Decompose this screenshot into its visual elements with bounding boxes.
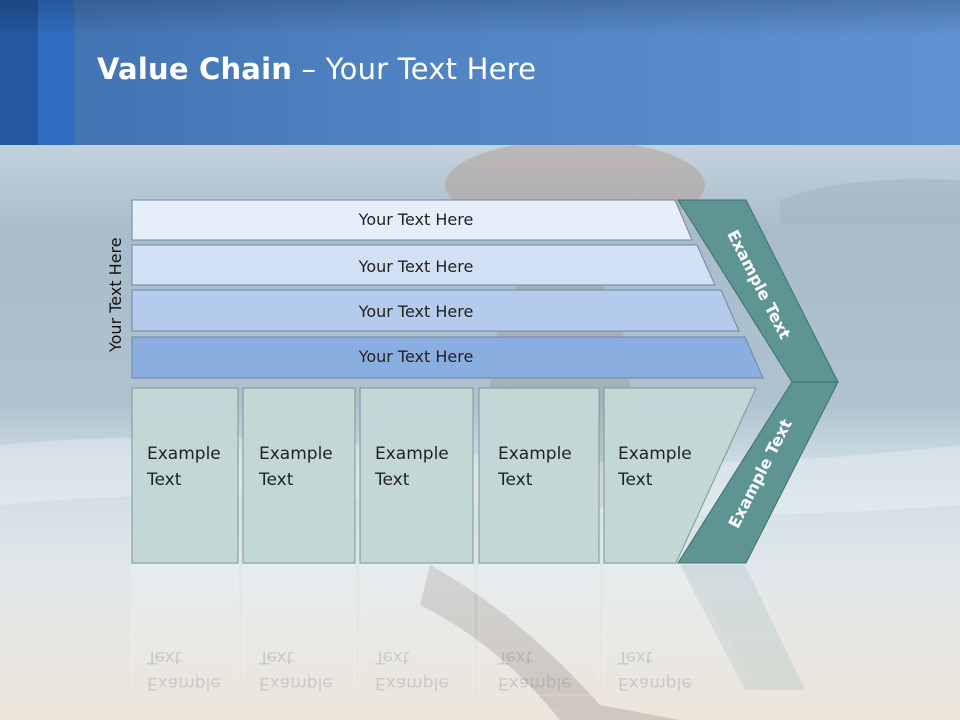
box-label-line2: Text	[258, 470, 294, 490]
primary-activity-boxes: Example Text Example Text Example Text E…	[131, 387, 757, 564]
box-label-line1: Example	[259, 444, 333, 464]
reflection-text: Text	[258, 647, 294, 667]
header-accent-strip	[0, 0, 38, 145]
row-band[interactable]	[131, 336, 764, 379]
box-label-line2: Text	[146, 470, 182, 490]
activity-box[interactable]	[131, 387, 239, 564]
header-bar: Value Chain – Your Text Here	[0, 0, 960, 145]
box-label-line1: Example	[375, 444, 449, 464]
row-band[interactable]	[131, 244, 716, 286]
reflection-text: Text	[617, 647, 653, 667]
row-band[interactable]	[131, 289, 740, 332]
row-label: Your Text Here	[358, 257, 474, 276]
slide-title-bold: Value Chain	[97, 52, 293, 86]
row-label: Your Text Here	[358, 302, 474, 321]
reflection-text: Example	[618, 673, 692, 693]
box-label-line1: Example	[618, 444, 692, 464]
activity-box[interactable]	[359, 387, 474, 564]
row-label: Your Text Here	[358, 210, 474, 229]
reflection-text: Example	[259, 673, 333, 693]
header-shade	[0, 0, 960, 36]
reflection-text: Example	[498, 673, 572, 693]
reflection-text: Text	[374, 647, 410, 667]
activity-box[interactable]	[242, 387, 356, 564]
row-band[interactable]	[131, 199, 693, 241]
box-label-line1: Example	[147, 444, 221, 464]
box-label-line2: Text	[497, 470, 533, 490]
reflection-text: Text	[497, 647, 533, 667]
reflection-text: Example	[147, 673, 221, 693]
box-label-line2: Text	[617, 470, 653, 490]
activity-box[interactable]	[478, 387, 600, 564]
slide-title[interactable]: Value Chain – Your Text Here	[97, 52, 536, 86]
row-label: Your Text Here	[358, 347, 474, 366]
reflection-text: Text	[146, 647, 182, 667]
box-label-line1: Example	[498, 444, 572, 464]
reflection: Text Example Text Example Text Example T…	[131, 564, 805, 696]
activity-box[interactable]	[603, 387, 757, 564]
slide-title-rest: – Your Text Here	[292, 52, 537, 86]
reflection-text: Example	[375, 673, 449, 693]
header-accent-strip	[38, 0, 74, 145]
chevron-arrow-lower[interactable]	[677, 381, 839, 564]
box-label-line2: Text	[374, 470, 410, 490]
support-activity-rows: Your Text Here Your Text Here Your Text …	[131, 199, 764, 379]
